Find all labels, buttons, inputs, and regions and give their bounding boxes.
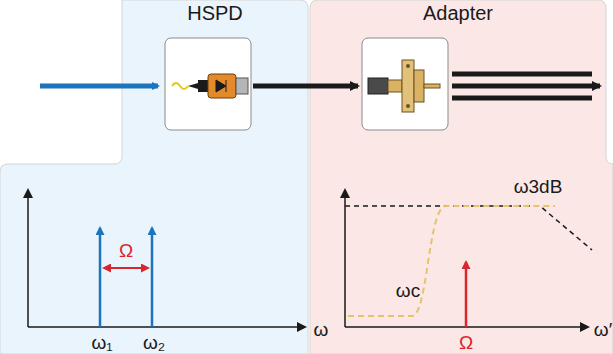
photodiode-symbol <box>172 74 248 98</box>
optical-input <box>40 84 158 89</box>
axis-label: Ω <box>459 333 473 352</box>
rf-link <box>253 84 358 89</box>
panel-title: Adapter <box>310 0 606 25</box>
axis-label: ω₂ <box>143 333 165 352</box>
axis-label: ω₁ <box>91 333 112 352</box>
adapter-box <box>362 38 448 130</box>
output-line <box>452 84 600 89</box>
filter-plot <box>345 190 592 327</box>
adapter-panel <box>310 0 613 354</box>
panel: HSPD <box>122 0 308 26</box>
spectrum-plot <box>28 190 305 327</box>
axis-label: ω <box>314 320 329 339</box>
panel: Adapter <box>310 0 606 26</box>
axis-label: Ω <box>119 241 133 260</box>
axis-label: ωc <box>396 281 420 300</box>
output-line <box>452 72 592 77</box>
axis-label: ω3dB <box>514 177 563 196</box>
photodiode-box <box>165 38 251 130</box>
output-line <box>452 96 592 101</box>
hspd-panel <box>0 0 308 354</box>
panel-title: HSPD <box>122 0 308 25</box>
axis-label: ω′ <box>594 320 612 339</box>
adapter-symbol <box>368 60 440 112</box>
